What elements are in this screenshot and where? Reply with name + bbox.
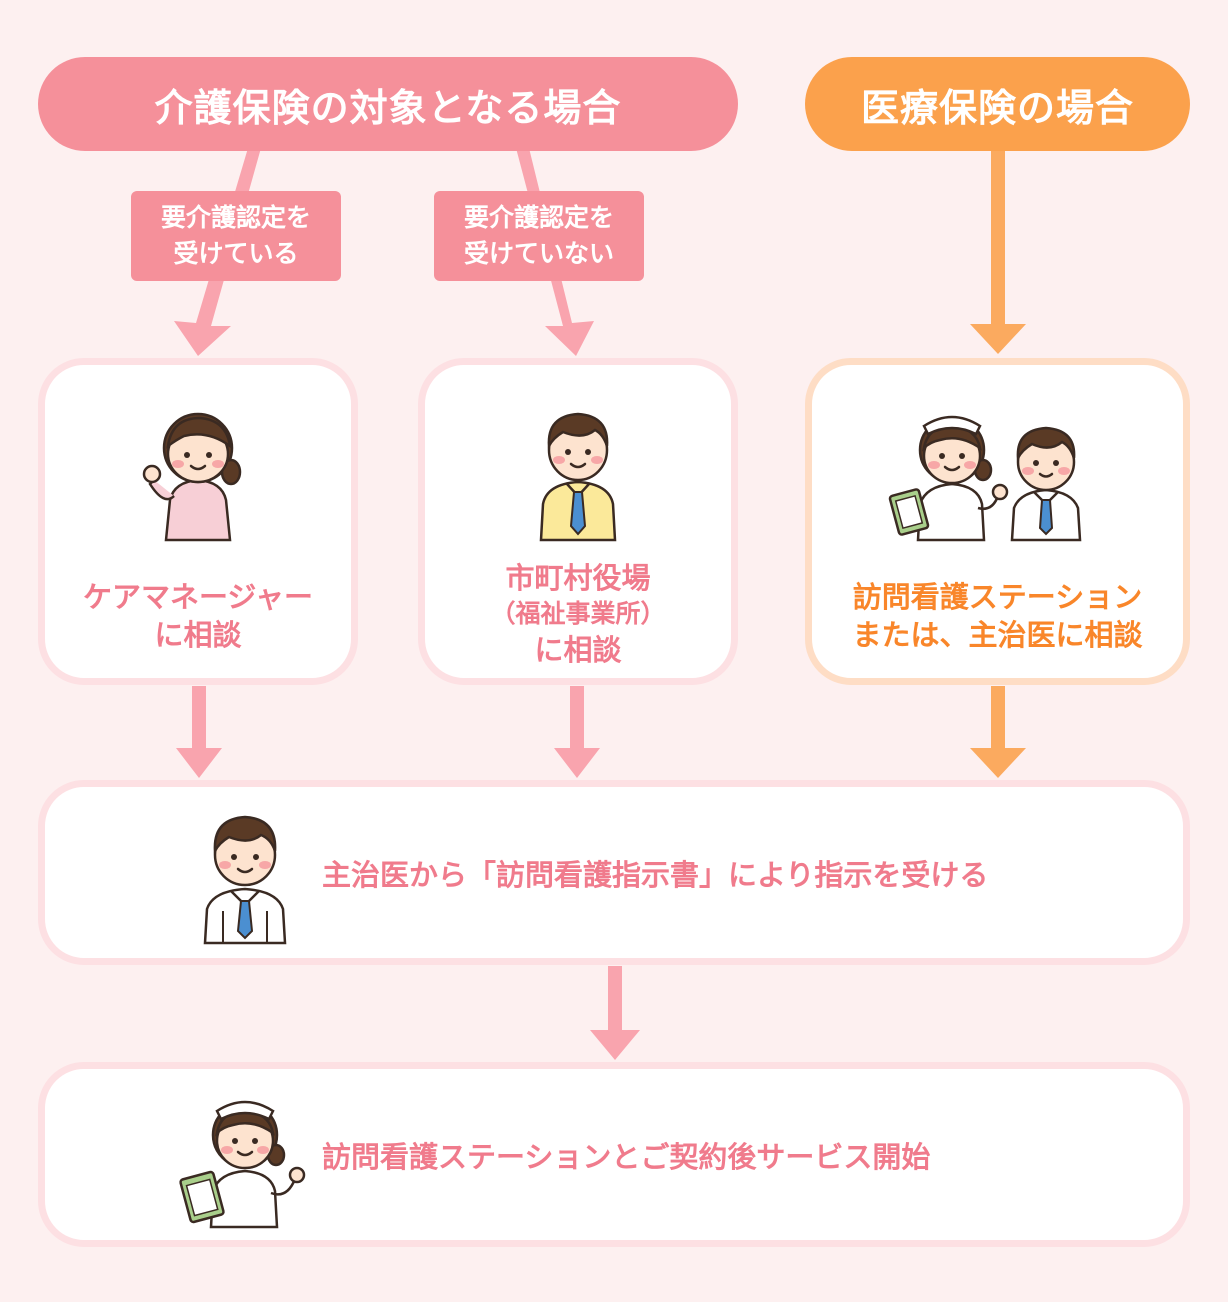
doctor-instruction-step: 主治医から「訪問看護指示書」により指示を受ける	[38, 780, 1190, 965]
care-insurance-header: 介護保険の対象となる場合	[38, 57, 738, 151]
doctor-icon	[203, 815, 287, 945]
certified-tag-line1: 要介護認定を	[160, 203, 311, 232]
care-manager-line2: に相談	[154, 618, 242, 652]
nurse-clipboard-icon	[179, 1100, 306, 1229]
city-hall-line1: 市町村役場	[505, 561, 651, 595]
care-insurance-header-label: 介護保険の対象となる場合	[154, 85, 622, 130]
arrow-cityhall-to-doctor	[554, 686, 600, 778]
nursing-station-line1: 訪問看護ステーション	[852, 580, 1143, 614]
care-manager-card: ケアマネージャー に相談	[38, 358, 358, 685]
city-hall-card: 市町村役場 （福祉事業所） に相談	[418, 358, 738, 685]
nurse-and-doctor-icon	[888, 415, 1081, 542]
certified-tag-line2: 受けている	[173, 239, 299, 268]
man-yellow-shirt-icon	[539, 412, 617, 542]
not-certified-tag: 要介護認定を 受けていない	[434, 191, 644, 281]
service-start-text: 訪問看護ステーションとご契約後サービス開始	[322, 1139, 931, 1174]
doctor-instruction-text: 主治医から「訪問看護指示書」により指示を受ける	[322, 857, 989, 892]
not-certified-tag-line2: 受けていない	[463, 239, 614, 268]
city-hall-line2: （福祉事業所）	[490, 599, 666, 628]
arrow-medical-to-station	[970, 150, 1026, 354]
city-hall-line3: に相談	[534, 633, 622, 667]
woman-waving-icon	[142, 412, 242, 542]
nursing-station-card: 訪問看護ステーション または、主治医に相談	[805, 358, 1190, 685]
not-certified-tag-line1: 要介護認定を	[463, 203, 614, 232]
arrow-caremanager-to-doctor	[176, 686, 222, 778]
arrow-doctor-to-contract	[590, 966, 640, 1060]
nursing-station-line2: または、主治医に相談	[852, 618, 1143, 652]
medical-insurance-header-label: 医療保険の場合	[860, 85, 1134, 130]
certified-tag: 要介護認定を 受けている	[131, 191, 341, 281]
arrow-station-to-doctor	[970, 686, 1026, 778]
medical-insurance-header: 医療保険の場合	[805, 57, 1190, 151]
care-manager-line1: ケアマネージャー	[83, 580, 313, 614]
service-start-step: 訪問看護ステーションとご契約後サービス開始	[38, 1062, 1190, 1247]
